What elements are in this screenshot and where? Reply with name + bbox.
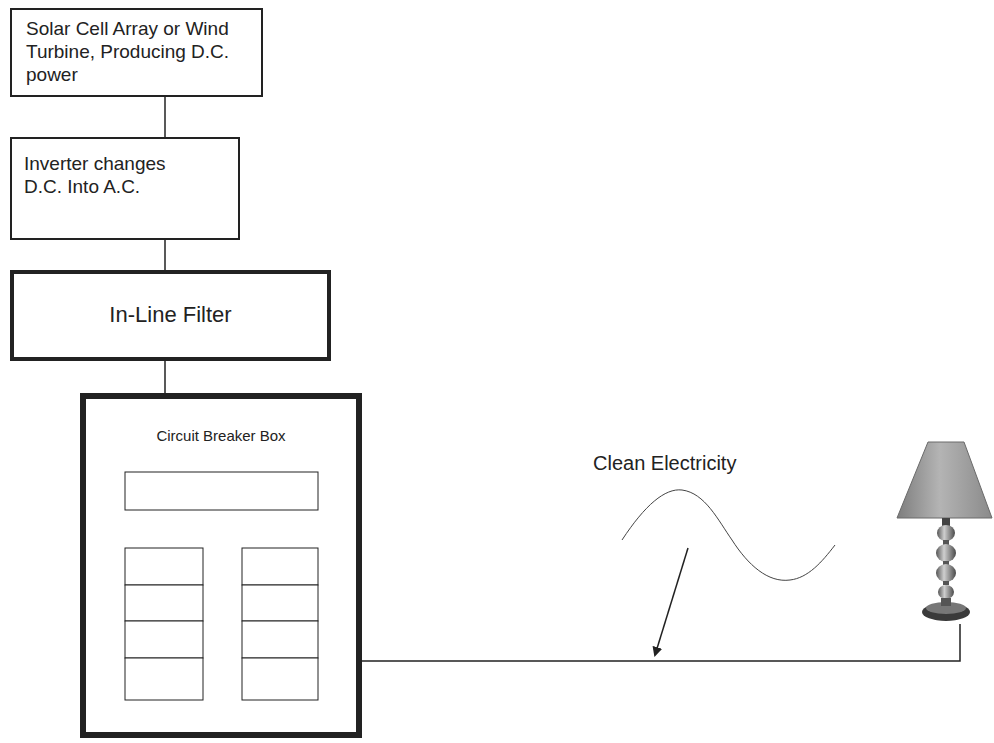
connector-line — [164, 240, 166, 270]
node-text: Inverter changes D.C. Into A.C. — [24, 153, 204, 199]
node-text: Circuit Breaker Box — [96, 427, 346, 445]
filter-box: In-Line Filter — [10, 270, 331, 361]
inverter-box: Inverter changes D.C. Into A.C. — [10, 137, 240, 240]
wave-label: Clean Electricity — [593, 452, 736, 475]
lamp-icon — [897, 442, 992, 621]
connector-line — [164, 97, 166, 137]
breaker-box: Circuit Breaker Box — [80, 393, 362, 738]
node-text: In-Line Filter — [24, 302, 317, 328]
source-box: Solar Cell Array or Wind Turbine, Produc… — [10, 8, 263, 97]
sine-wave — [622, 490, 835, 580]
leader-arrow — [655, 548, 688, 655]
breaker-panel — [86, 399, 352, 732]
connector-line — [164, 361, 166, 393]
node-text: Solar Cell Array or Wind Turbine, Produc… — [26, 18, 238, 86]
